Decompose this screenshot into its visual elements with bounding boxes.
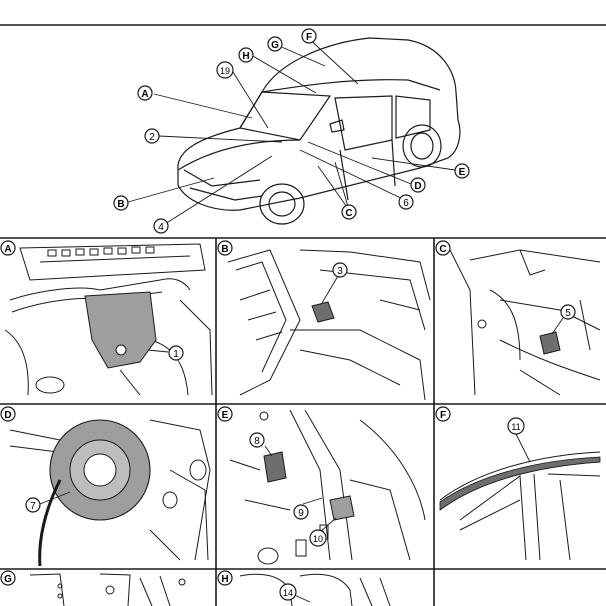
svg-text:A: A [141,89,148,100]
svg-text:19: 19 [220,66,230,76]
panel-C-letter: C [435,240,451,256]
panel-F-highlighted-curtain-airbag [439,456,601,511]
panel-G: G [0,570,186,606]
callout-19: 19 [216,61,234,79]
panel-E: E 8 9 10 [217,406,426,565]
svg-text:A: A [4,244,11,255]
svg-text:C: C [345,208,352,219]
svg-text:4: 4 [158,222,164,233]
svg-text:10: 10 [313,534,323,544]
panel-F: F 11 [435,406,601,561]
svg-text:8: 8 [254,436,260,447]
svg-text:1: 1 [173,349,179,360]
panel-E-callout-9: 9 [293,504,309,520]
callout-B: B [113,195,129,211]
svg-text:F: F [306,32,312,43]
panel-D: D 7 [0,406,211,567]
panel-E-callout-10: 10 [309,529,327,547]
callout-F: F [301,28,317,44]
panel-B-highlighted-sensor [311,301,335,323]
car-overview-illustration [177,37,461,225]
svg-text:F: F [440,410,446,421]
svg-text:11: 11 [511,422,520,432]
panel-E-highlighted-connector [329,495,355,521]
callout-A: A [137,85,153,101]
svg-text:G: G [4,574,12,585]
svg-text:D: D [4,410,11,421]
svg-text:E: E [459,167,466,178]
panel-F-callout-11: 11 [507,417,525,435]
panel-D-letter: D [0,406,16,422]
overview-leader-lines [127,36,456,225]
svg-text:9: 9 [298,508,304,519]
panel-H: H 14 [217,570,391,606]
svg-text:G: G [271,40,279,51]
callout-4: 4 [153,218,169,234]
svg-text:D: D [414,181,421,192]
panel-H-letter: H [217,570,233,586]
svg-text:3: 3 [337,266,343,277]
panel-A-letter: A [0,240,16,256]
panel-E-letter: E [217,406,233,422]
svg-text:7: 7 [30,501,36,512]
svg-text:H: H [221,574,228,585]
svg-text:5: 5 [565,308,571,319]
svg-text:B: B [117,199,124,210]
svg-text:14: 14 [283,588,293,598]
panel-B-callout-3: 3 [332,262,348,278]
svg-text:6: 6 [403,198,409,209]
panel-F-letter: F [435,406,451,422]
panel-D-callout-7: 7 [25,497,41,513]
panel-C: C 5 [435,240,601,396]
callout-2: 2 [144,128,160,144]
callout-C: C [341,204,357,220]
panel-A: A 1 [0,240,213,396]
svg-text:C: C [439,244,446,255]
panel-G-letter: G [0,570,16,586]
svg-text:E: E [222,410,229,421]
svg-text:B: B [221,244,228,255]
panel-E-highlighted-buckle-sensor [263,451,287,483]
panel-E-callout-8: 8 [249,432,265,448]
panel-B-letter: B [217,240,233,256]
callout-6: 6 [398,194,414,210]
panel-A-callout-1: 1 [168,345,184,361]
frame [0,24,606,606]
svg-text:2: 2 [149,132,155,143]
callout-G: G [267,36,283,52]
panel-B: B 3 [217,240,431,401]
panel-A-highlighted-module [84,291,157,369]
panel-C-highlighted-sensor [539,331,561,355]
svg-text:H: H [242,51,249,62]
panel-A-bolt-row [47,246,155,257]
panel-C-callout-5: 5 [560,304,576,320]
callout-D: D [410,177,426,193]
panel-H-callout-14: 14 [279,583,297,601]
callout-H: H [238,47,254,63]
callout-E: E [454,163,470,179]
